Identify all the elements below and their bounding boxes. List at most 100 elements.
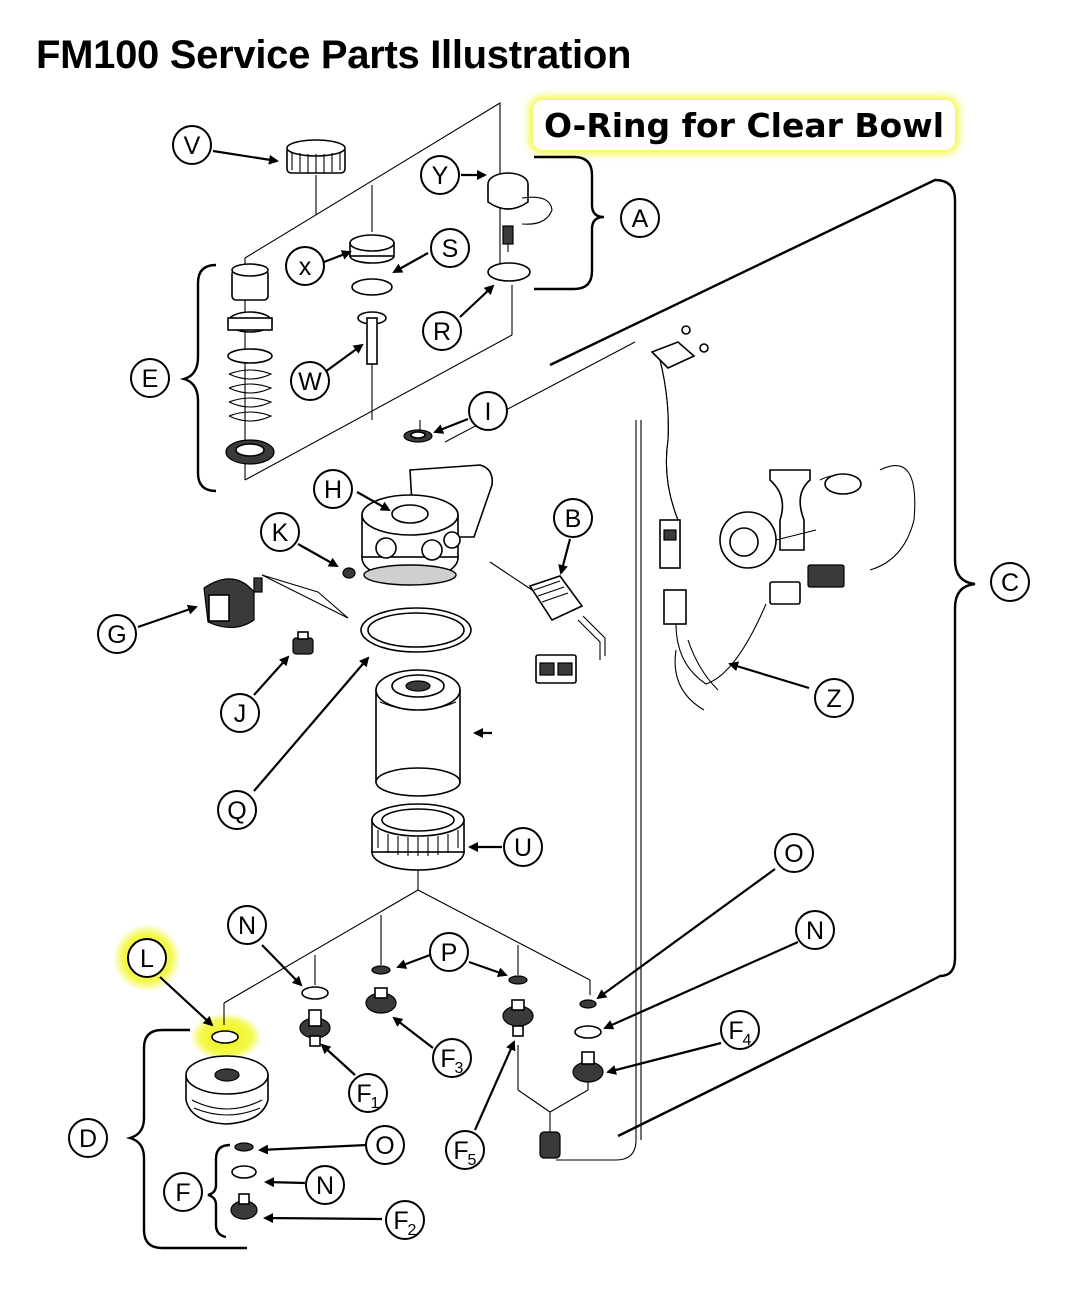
callout-e: E: [130, 358, 170, 398]
l-oring-part: [211, 1030, 239, 1044]
callout-o-bottom: O: [365, 1125, 405, 1165]
callout-b-letter: B: [565, 505, 582, 533]
a-brace: [534, 155, 605, 291]
callout-h-letter: H: [324, 476, 342, 504]
callout-k: K: [260, 512, 300, 552]
callout-g: G: [97, 614, 137, 654]
callout-b: B: [553, 498, 593, 538]
n-oring-part-bottom: [231, 1165, 257, 1179]
callout-r: R: [422, 311, 462, 351]
callout-a-letter: A: [632, 205, 649, 233]
callout-u-letter: U: [514, 834, 532, 862]
h-filter-head-part: [361, 464, 494, 586]
z-sensor-part: [719, 465, 916, 605]
callout-f2-subscript: 2: [408, 1222, 417, 1239]
callout-f1: F1: [348, 1073, 388, 1113]
callout-p: P: [429, 932, 469, 972]
callout-p-letter: P: [441, 939, 458, 967]
w-pin-part: [357, 311, 387, 365]
callout-f4-subscript: 4: [743, 1032, 752, 1049]
callout-e-letter: E: [142, 365, 159, 393]
callout-z: Z: [814, 678, 854, 718]
callout-y: Y: [420, 155, 460, 195]
callout-a: A: [620, 198, 660, 238]
callout-q: Q: [217, 790, 257, 830]
leader-arrows: [137, 149, 810, 1224]
k-oring-part: [342, 567, 356, 579]
o-oring-part-right: [579, 999, 597, 1009]
callout-n-bottom: N: [305, 1165, 345, 1205]
filter-element-part: [375, 669, 461, 797]
callout-f5-subscript: 5: [468, 1152, 477, 1169]
callout-f4: F4: [720, 1010, 760, 1050]
callout-n-top: N: [227, 905, 267, 945]
x-cap-part: [349, 234, 395, 264]
callout-n-bottom-letter: N: [316, 1172, 334, 1200]
callout-f3-letter: F: [440, 1045, 455, 1073]
u-collar-part: [371, 803, 465, 871]
callout-n-right-letter: N: [806, 917, 824, 945]
head-guide-line: [444, 341, 636, 443]
callout-f1-subscript: 1: [371, 1095, 380, 1112]
callout-i-letter: I: [485, 398, 492, 426]
page-title: FM100 Service Parts Illustration: [36, 33, 632, 77]
callout-x-letter: x: [299, 253, 312, 281]
callout-l-letter: L: [140, 945, 154, 973]
callout-f5-letter: F: [453, 1137, 468, 1165]
i-oring-part: [403, 429, 433, 443]
e-brace: [179, 263, 217, 493]
f-brace: [207, 1143, 231, 1239]
y-sensor-part: [487, 172, 553, 252]
callout-n-top-letter: N: [238, 912, 256, 940]
highlight-note: O-Ring for Clear Bowl: [533, 100, 955, 150]
callout-u: U: [503, 827, 543, 867]
d-bowl-part: [185, 1055, 269, 1125]
f2-drain-part: [230, 1193, 258, 1220]
c-harness-part: [539, 325, 767, 1161]
callout-f5: F5: [445, 1130, 485, 1170]
callout-f2: F2: [385, 1200, 425, 1240]
callout-f1-letter: F: [356, 1080, 371, 1108]
callout-w: W: [290, 361, 330, 401]
g-guide-line-2: [261, 574, 319, 593]
callout-g-letter: G: [107, 621, 126, 649]
callout-d: D: [68, 1118, 108, 1158]
callout-n-right: N: [795, 910, 835, 950]
callout-f3-subscript: 3: [455, 1060, 464, 1077]
s-oring-part: [351, 278, 393, 296]
callout-f4-letter: F: [728, 1017, 743, 1045]
callout-f: F: [163, 1172, 203, 1212]
callout-c: C: [990, 562, 1030, 602]
callout-o-bottom-letter: O: [375, 1132, 394, 1160]
f1-drain-part: [299, 1009, 331, 1047]
callout-i: I: [468, 391, 508, 431]
e-kit-parts: [225, 263, 275, 465]
callout-o-right-letter: O: [784, 840, 803, 868]
callout-k-letter: K: [272, 519, 289, 547]
f4-drain-part: [572, 1051, 604, 1083]
callout-l: L: [127, 938, 167, 978]
g-guide-line: [261, 574, 349, 619]
callout-f2-letter: F: [393, 1207, 408, 1235]
j-guide-line: [317, 591, 349, 619]
callout-f3: F3: [432, 1038, 472, 1078]
highlight-note-text: O-Ring for Clear Bowl: [543, 105, 945, 145]
callout-x: x: [285, 246, 325, 286]
callout-z-letter: Z: [826, 685, 841, 713]
callout-f-letter: F: [175, 1179, 190, 1207]
b-sensor-part: [489, 561, 606, 684]
p-oring-part-1: [371, 965, 391, 975]
callout-w-letter: W: [298, 368, 322, 396]
callout-c-letter: C: [1001, 569, 1019, 597]
p-oring-part-2: [508, 975, 528, 985]
callout-o-right: O: [774, 833, 814, 873]
f3-drain-part: [365, 987, 397, 1014]
q-gasket-part: [360, 607, 472, 653]
o-oring-part-bottom: [234, 1142, 254, 1152]
n-oring-part-1: [301, 986, 329, 1000]
bottom-guides: [223, 889, 591, 1132]
callout-j: J: [220, 693, 260, 733]
r-oring-part: [487, 262, 531, 282]
